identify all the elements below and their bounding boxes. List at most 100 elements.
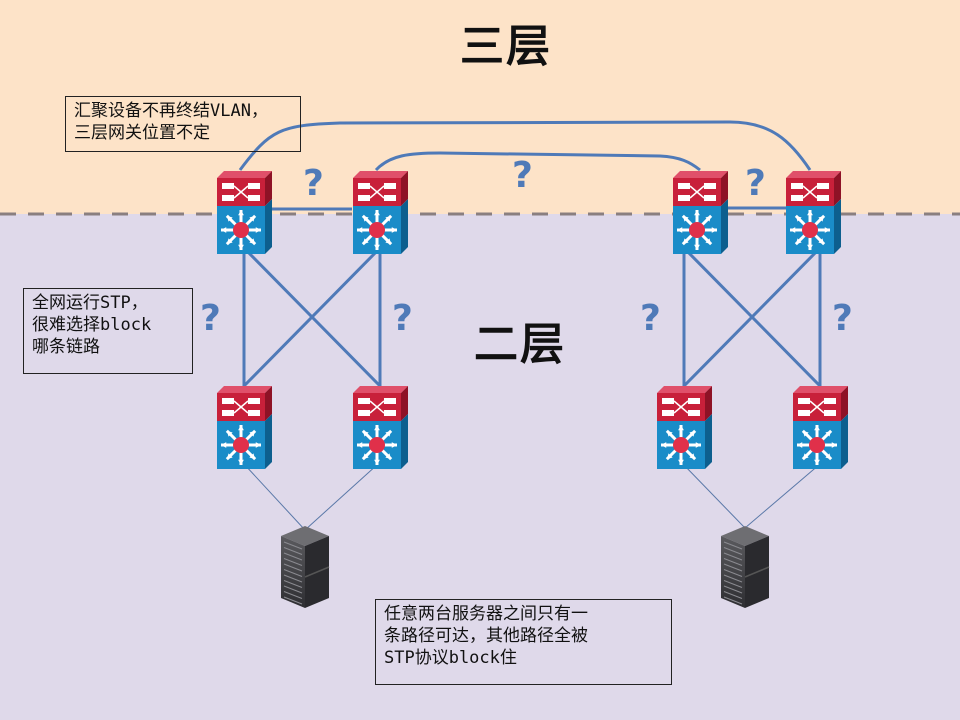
- server-drive-slot: [723, 574, 743, 583]
- switch-side-face: [834, 199, 841, 254]
- server-drive-slot: [283, 563, 303, 572]
- switch-arrows-icon: [797, 425, 837, 465]
- link-r-x2: [682, 246, 822, 388]
- switch-arrows-icon: [790, 210, 830, 250]
- switch-arrows-icon: [221, 210, 261, 250]
- switch-center-dot: [369, 222, 385, 238]
- access-switch-2: [353, 386, 408, 469]
- question-mark-l2-2: ?: [392, 298, 413, 339]
- router-top-face: [353, 171, 408, 178]
- agg-switch-4: [786, 171, 841, 254]
- note-servers: 任意两台服务器之间只有一 条路径可达，其他路径全被 STP协议block住: [375, 599, 672, 685]
- server-drive-slot: [283, 558, 303, 566]
- server-drive-slot: [723, 547, 743, 555]
- agg-switch-3: [673, 171, 728, 254]
- server-drive-slot: [723, 563, 743, 572]
- switch-side-face: [265, 414, 272, 469]
- router-top-face: [793, 386, 848, 393]
- router-cross-icon: [222, 398, 260, 416]
- router-cross-icon: [358, 183, 396, 201]
- router-cross-icon: [791, 183, 829, 201]
- router-top-face: [673, 171, 728, 178]
- note-aggregation: 汇聚设备不再终结VLAN， 三层网关位置不定: [65, 96, 301, 152]
- link-srv1-a: [243, 463, 306, 531]
- layer3-title: 三层: [460, 21, 552, 72]
- router-top-face: [786, 171, 841, 178]
- switch-center-dot: [673, 437, 689, 453]
- switch-arrows-icon: [357, 210, 397, 250]
- switch-side-face: [841, 414, 848, 469]
- question-mark-arc: ?: [512, 155, 533, 196]
- layer2-title: 二层: [474, 319, 566, 370]
- agg-switch-1: [217, 171, 272, 254]
- server-drive-slot: [723, 558, 743, 566]
- router-cross-icon: [678, 183, 716, 201]
- switch-side-face: [401, 199, 408, 254]
- access-switch-4: [793, 386, 848, 469]
- switch-center-dot: [233, 437, 249, 453]
- link-srv1-b: [304, 463, 379, 531]
- link-arc-inner: [374, 151, 701, 172]
- question-mark-agg-left: ?: [303, 163, 324, 204]
- server-drive-slot: [283, 580, 303, 588]
- server-drive-slot: [283, 585, 303, 594]
- router-side-face: [705, 386, 712, 421]
- server-drive-slot: [283, 547, 303, 555]
- server-drive-slot: [283, 574, 303, 583]
- server-2: [721, 526, 770, 608]
- access-switch-1: [217, 386, 272, 469]
- link-arc-outer: [238, 120, 812, 171]
- server-drive-slot: [283, 541, 303, 550]
- access-switch-3: [657, 386, 712, 469]
- switch-arrows-icon: [357, 425, 397, 465]
- router-top-face: [353, 386, 408, 393]
- router-cross-icon: [662, 398, 700, 416]
- server-drive-slot: [723, 552, 743, 561]
- switch-center-dot: [369, 437, 385, 453]
- question-mark-l2-3: ?: [640, 298, 661, 339]
- server-drive-slot: [283, 569, 303, 577]
- switch-center-dot: [233, 222, 249, 238]
- server-drive-slot: [723, 585, 743, 594]
- question-mark-agg-right: ?: [745, 163, 766, 204]
- server-drive-slot: [723, 569, 743, 577]
- link-srv2-a: [682, 463, 746, 529]
- server-drive-slot: [723, 591, 743, 599]
- router-top-face: [657, 386, 712, 393]
- router-side-face: [841, 386, 848, 421]
- server-drive-slot: [723, 580, 743, 588]
- question-mark-l2-1: ?: [200, 298, 221, 339]
- switch-arrows-icon: [221, 425, 261, 465]
- server-drive-slot: [723, 541, 743, 550]
- router-side-face: [401, 386, 408, 421]
- router-side-face: [721, 171, 728, 206]
- note-stp: 全网运行STP， 很难选择block 哪条链路: [23, 288, 193, 374]
- switch-center-dot: [802, 222, 818, 238]
- server-drive-slot: [283, 552, 303, 561]
- question-mark-l2-4: ?: [832, 298, 853, 339]
- router-side-face: [401, 171, 408, 206]
- switch-side-face: [265, 199, 272, 254]
- switch-center-dot: [809, 437, 825, 453]
- router-cross-icon: [798, 398, 836, 416]
- switch-side-face: [705, 414, 712, 469]
- switch-arrows-icon: [661, 425, 701, 465]
- agg-switch-2: [353, 171, 408, 254]
- server-drive-slot: [723, 596, 743, 605]
- switch-side-face: [401, 414, 408, 469]
- switch-center-dot: [689, 222, 705, 238]
- router-top-face: [217, 171, 272, 178]
- router-top-face: [217, 386, 272, 393]
- router-side-face: [834, 171, 841, 206]
- link-srv2-b: [744, 463, 821, 529]
- server-drive-slot: [283, 591, 303, 599]
- switch-side-face: [721, 199, 728, 254]
- router-cross-icon: [358, 398, 396, 416]
- switch-arrows-icon: [677, 210, 717, 250]
- router-side-face: [265, 171, 272, 206]
- server-drive-slot: [283, 596, 303, 605]
- server-1: [281, 526, 330, 608]
- router-cross-icon: [222, 183, 260, 201]
